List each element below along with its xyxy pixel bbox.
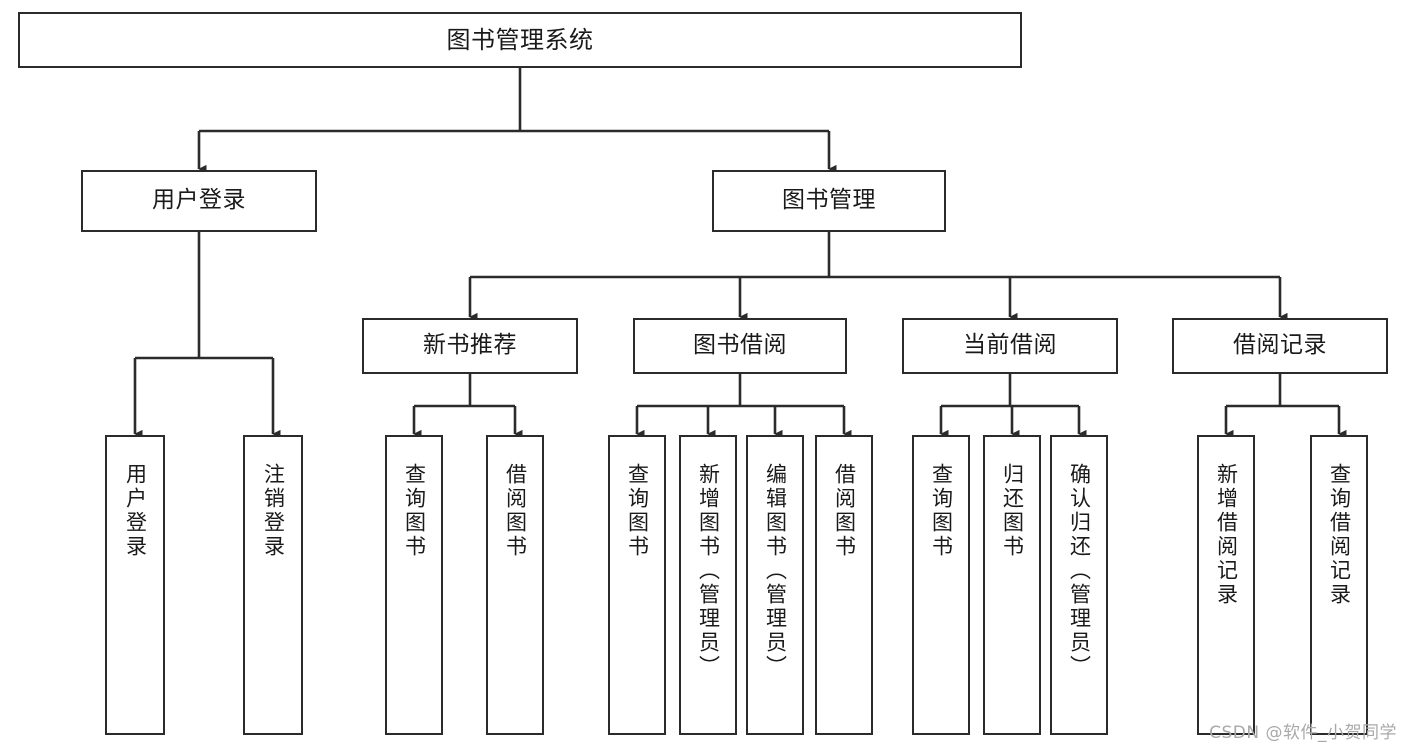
node-label: 图书借阅 (693, 332, 787, 359)
node-leaf-borrow-book-2[interactable]: 借阅图书 (815, 435, 873, 735)
node-leaf-borrow-book-1[interactable]: 借阅图书 (486, 435, 544, 735)
node-label: 编辑图书（管理员） (763, 463, 788, 679)
node-leaf-add-record[interactable]: 新增借阅记录 (1197, 435, 1255, 735)
node-leaf-edit-book[interactable]: 编辑图书（管理员） (746, 435, 804, 735)
node-label: 新增图书（管理员） (696, 463, 721, 679)
node-label: 查询图书 (402, 463, 427, 559)
node-label: 确认归还（管理员） (1067, 463, 1092, 679)
node-label: 归还图书 (1000, 463, 1025, 559)
node-label: 用户登录 (152, 187, 246, 214)
node-label: 查询图书 (625, 463, 650, 559)
node-book-manage[interactable]: 图书管理 (712, 170, 946, 232)
node-leaf-add-book[interactable]: 新增图书（管理员） (679, 435, 737, 735)
node-label: 新增借阅记录 (1214, 463, 1239, 607)
node-leaf-confirm-return[interactable]: 确认归还（管理员） (1050, 435, 1108, 735)
node-user-login[interactable]: 用户登录 (81, 170, 317, 232)
node-label: 查询借阅记录 (1327, 463, 1352, 607)
node-label: 新书推荐 (423, 332, 517, 359)
node-label: 注销登录 (261, 463, 286, 559)
node-label: 借阅图书 (832, 463, 857, 559)
node-leaf-query-book-1[interactable]: 查询图书 (385, 435, 443, 735)
node-leaf-query-book-3[interactable]: 查询图书 (912, 435, 970, 735)
edges (133, 68, 1347, 439)
node-label: 用户登录 (123, 463, 148, 559)
node-leaf-return-book[interactable]: 归还图书 (983, 435, 1041, 735)
node-new-book-rec[interactable]: 新书推荐 (362, 318, 578, 374)
node-current-borrow[interactable]: 当前借阅 (902, 318, 1118, 374)
node-borrow-record[interactable]: 借阅记录 (1172, 318, 1388, 374)
node-book-borrow[interactable]: 图书借阅 (633, 318, 847, 374)
node-label: 查询图书 (929, 463, 954, 559)
node-label: 借阅记录 (1233, 332, 1327, 359)
node-label: 借阅图书 (503, 463, 528, 559)
node-leaf-logout[interactable]: 注销登录 (243, 435, 303, 735)
node-label: 当前借阅 (963, 332, 1057, 359)
node-leaf-user-login[interactable]: 用户登录 (105, 435, 165, 735)
node-label: 图书管理系统 (446, 25, 594, 54)
node-leaf-query-record[interactable]: 查询借阅记录 (1310, 435, 1368, 735)
node-root[interactable]: 图书管理系统 (18, 12, 1022, 68)
node-leaf-query-book-2[interactable]: 查询图书 (608, 435, 666, 735)
node-label: 图书管理 (782, 187, 876, 214)
